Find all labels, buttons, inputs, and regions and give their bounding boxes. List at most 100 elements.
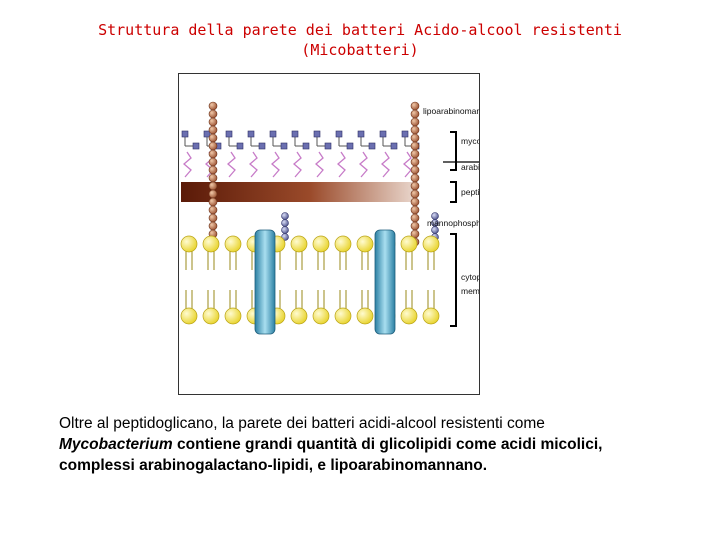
lipid-head (400, 307, 418, 325)
page-title: Struttura della parete dei batteri Acido… (0, 20, 720, 60)
caption-line-2: Mycobacterium contiene grandi quantità d… (59, 434, 709, 455)
lipid-head (356, 307, 374, 325)
mycolic-unit (258, 142, 266, 150)
mannophosphoinositide-bead (281, 219, 289, 227)
mannophosphoinositide-bead (281, 212, 289, 220)
lipoarabinomannan-bead (208, 109, 218, 119)
mannophosphoinositide-bead (281, 226, 289, 234)
arabinogalactan-chain (381, 151, 390, 178)
mycolic-unit (181, 130, 189, 138)
lipoarabinomannan-bead (410, 189, 420, 199)
arabinogalactan-chain (359, 151, 368, 178)
cell-wall-diagram: lipoarabinomannan mycolic acid arabinoga… (178, 73, 522, 395)
mycolic-unit (390, 142, 398, 150)
mycolic-unit (335, 130, 343, 138)
lipoarabinomannan-bead (208, 125, 218, 135)
arabinogalactan-chain (403, 151, 412, 178)
lipoarabinomannan-bead (410, 181, 420, 191)
mycolic-unit (291, 130, 299, 138)
lipoarabinomannan-bead (410, 109, 420, 119)
lipid-head (334, 307, 352, 325)
mycolic-acid-layer (181, 130, 420, 150)
mycolic-unit (203, 130, 211, 138)
lipoarabinomannan-bead (410, 157, 420, 167)
label-arabinogalactan: arabinogalactan (461, 162, 479, 172)
lipoarabinomannan-bead (410, 205, 420, 215)
arabinogalactan-chain (271, 151, 280, 178)
lipoarabinomannan-bead (208, 157, 218, 167)
lipoarabinomannan-bead (410, 117, 420, 127)
lipoarabinomannan-bead (410, 213, 420, 223)
peptidoglycan-band (181, 182, 415, 202)
lipoarabinomannan-bead (208, 221, 218, 231)
lipid-head (422, 307, 440, 325)
lipid-head (180, 307, 198, 325)
mycolic-unit (247, 130, 255, 138)
lipid-head (224, 235, 242, 253)
arabinogalactan-chain (249, 151, 258, 178)
lipoarabinomannan-bead (410, 101, 420, 111)
arabinogalactan-layer (183, 151, 412, 178)
lipoarabinomannan-bead (208, 213, 218, 223)
lipoarabinomannan-bead (410, 133, 420, 143)
label-mycolic-acid: mycolic acid (461, 136, 479, 146)
title-line-2: (Micobatteri) (301, 41, 419, 59)
lipid-head (290, 235, 308, 253)
lipoarabinomannan-bead (208, 101, 218, 111)
mycolic-unit (225, 130, 233, 138)
arabinogalactan-chain (293, 151, 302, 178)
lipid-head (312, 307, 330, 325)
mycolic-unit (313, 130, 321, 138)
arabinogalactan-chain (183, 151, 192, 178)
arabinogalactan-chain (337, 151, 346, 178)
lipoarabinomannan-bead (410, 141, 420, 151)
bracket-mycolic (450, 131, 457, 171)
lipoarabinomannan-bead (410, 149, 420, 159)
lipid-head (180, 235, 198, 253)
mycolic-unit (324, 142, 332, 150)
lipoarabinomannan-bead (410, 125, 420, 135)
lipoarabinomannan-bead (410, 173, 420, 183)
mycolic-unit (280, 142, 288, 150)
mycolic-unit (192, 142, 200, 150)
lipoarabinomannan-bead (208, 197, 218, 207)
lipid-head (202, 235, 220, 253)
lipid-head (334, 235, 352, 253)
lipid-head (400, 235, 418, 253)
mycolic-unit (302, 142, 310, 150)
lipoarabinomannan-bead (208, 173, 218, 183)
cytoplasmic-membrane (180, 229, 440, 335)
mycolic-unit (236, 142, 244, 150)
label-mannophosphoinositide: mannophosphoinositide (427, 218, 479, 228)
lipoarabinomannan-bead (208, 205, 218, 215)
mycolic-unit (346, 142, 354, 150)
caption-line-1: Oltre al peptidoglicano, la parete dei b… (59, 415, 545, 432)
lipid-head (422, 235, 440, 253)
mycolic-unit (379, 130, 387, 138)
lipid-head (202, 307, 220, 325)
title-line-1: Struttura della parete dei batteri Acido… (98, 21, 622, 39)
mycolic-unit (269, 130, 277, 138)
arabinogalactan-chain (315, 151, 324, 178)
mycolic-unit (357, 130, 365, 138)
lipoarabinomannan-bead (208, 149, 218, 159)
lipoarabinomannan-bead (208, 189, 218, 199)
lipid-head (290, 307, 308, 325)
lipid-head (312, 235, 330, 253)
bracket-peptidoglycan (450, 181, 457, 203)
label-cytoplasmic: cytoplasmic (461, 272, 479, 282)
lipoarabinomannan-bead (410, 197, 420, 207)
caption: Oltre al peptidoglicano, la parete dei b… (59, 413, 709, 476)
label-lipoarabinomannan: lipoarabinomannan (423, 106, 479, 116)
lipoarabinomannan-bead (208, 141, 218, 151)
bracket-membrane (450, 233, 457, 327)
arabinogalactan-chain (227, 151, 236, 178)
lipoarabinomannan-bead (410, 165, 420, 175)
lipoarabinomannan-bead (208, 117, 218, 127)
lipoarabinomannan-bead (208, 181, 218, 191)
label-peptidoglycan: peptidoglycan (461, 187, 479, 197)
membrane-protein (374, 229, 396, 335)
lipoarabinomannan-chains (208, 101, 420, 247)
caption-italic-term: Mycobacterium (59, 436, 173, 453)
mycolic-unit (401, 130, 409, 138)
